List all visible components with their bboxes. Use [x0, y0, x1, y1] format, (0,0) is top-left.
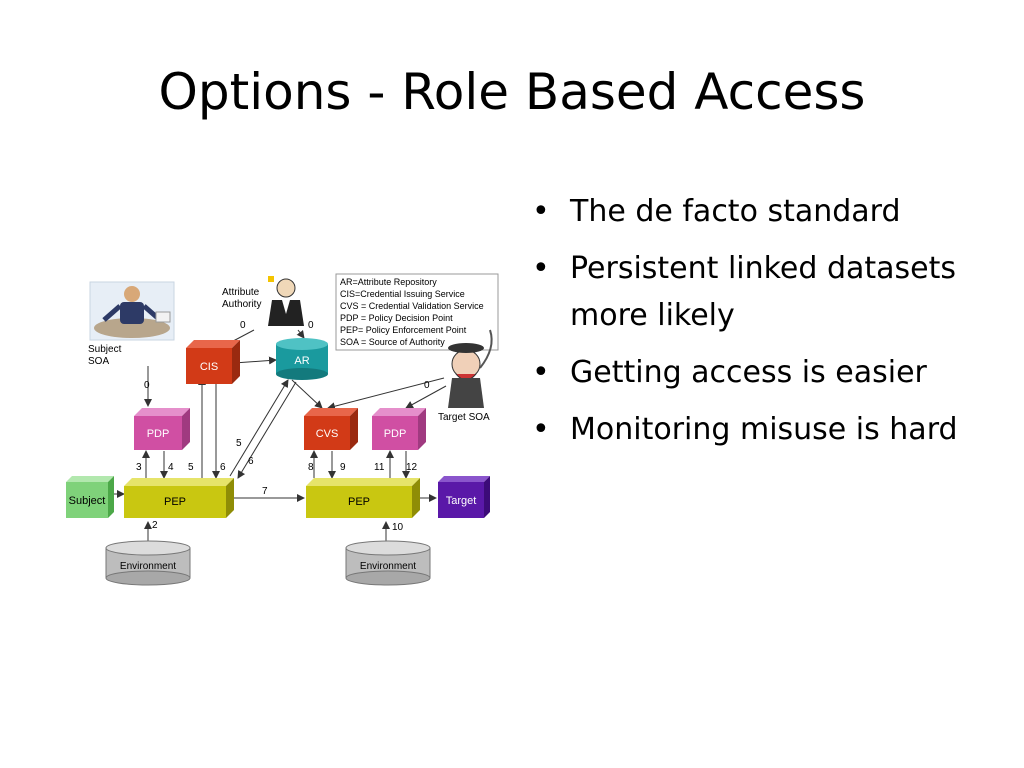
subject-label: Subject: [69, 495, 106, 507]
target-label: Target: [446, 495, 477, 507]
subject-soa-person-icon: [89, 281, 175, 341]
step-number: 0: [240, 320, 246, 331]
pdp-right-box: PDP: [372, 408, 426, 450]
cvs-label: CVS: [316, 428, 339, 440]
attribute-authority-label: Attribute: [222, 287, 260, 298]
rbac-diagram: AR=Attribute Repository CIS=Credential I…: [66, 273, 499, 586]
pep-right-label: PEP: [348, 496, 370, 508]
ar-cylinder: AR: [276, 338, 328, 380]
step-number: 4: [168, 462, 174, 473]
bullet-text: The de facto standard: [570, 194, 901, 229]
step-number: 5: [236, 438, 242, 449]
environment-right-label: Environment: [360, 561, 416, 572]
step-number: 0: [144, 380, 150, 391]
bullet-text: Getting access is easier: [570, 355, 927, 390]
cis-box: CIS: [186, 340, 240, 384]
bullet-dot-icon: •: [532, 194, 550, 229]
step-number: 12: [406, 462, 418, 473]
bullet-dot-icon: •: [532, 412, 550, 447]
step-number: 0: [424, 380, 430, 391]
target-soa-person-icon: [448, 329, 493, 408]
attribute-authority-label: Authority: [222, 299, 261, 310]
cvs-box: CVS: [304, 408, 358, 450]
cis-label: CIS: [200, 361, 218, 373]
pdp-left-box: PDP: [134, 408, 190, 450]
target-box: Target: [438, 476, 490, 518]
pdp-left-label: PDP: [147, 428, 170, 440]
target-soa-label: Target SOA: [438, 412, 490, 423]
connector-lines: [110, 329, 447, 546]
step-number: 6: [220, 462, 226, 473]
step-number: 2: [152, 520, 158, 531]
bullet-dot-icon: •: [532, 251, 550, 286]
legend-line: PEP= Policy Enforcement Point: [340, 325, 467, 335]
legend: AR=Attribute Repository CIS=Credential I…: [335, 273, 499, 351]
environment-right-cylinder: Environment: [345, 540, 431, 586]
legend-line: CIS=Credential Issuing Service: [340, 289, 465, 299]
bullet-item: • The de facto standard: [532, 188, 992, 235]
attribute-authority-person-icon: [268, 276, 304, 326]
step-number: 7: [262, 486, 268, 497]
subject-soa-label: Subject: [88, 344, 122, 355]
pdp-right-label: PDP: [384, 428, 407, 440]
step-number: 3: [136, 462, 142, 473]
bullet-item: • Getting access is easier: [532, 349, 992, 396]
bullet-dot-icon: •: [532, 355, 550, 390]
pep-left-box: PEP: [124, 478, 234, 518]
step-numbers: 0 0 0 0 1 2 3 4 5 5 6 6 7 8 9 10 11 12: [106, 320, 430, 533]
legend-line: CVS = Credential Validation Service: [340, 301, 484, 311]
bullet-item: • Monitoring misuse is hard: [532, 406, 992, 453]
legend-line: AR=Attribute Repository: [340, 277, 437, 287]
legend-line: PDP = Policy Decision Point: [340, 313, 453, 323]
pep-left-label: PEP: [164, 496, 186, 508]
environment-left-cylinder: Environment: [105, 540, 191, 586]
ar-label: AR: [294, 355, 309, 367]
bullet-item: • Persistent linked datasets more likely: [532, 245, 992, 339]
legend-line: SOA = Source of Authority: [340, 337, 445, 347]
step-number: 6: [248, 456, 254, 467]
step-number: 8: [308, 462, 314, 473]
step-number: 0: [308, 320, 314, 331]
pep-right-box: PEP: [306, 478, 420, 518]
slide-title: Options - Role Based Access: [158, 63, 866, 121]
step-number: 9: [340, 462, 346, 473]
step-number: 10: [392, 522, 404, 533]
subject-box: Subject: [66, 476, 114, 518]
bullet-text: Persistent linked datasets more likely: [570, 251, 957, 333]
step-number: 5: [188, 462, 194, 473]
bullet-list: • The de facto standard • Persistent linke…: [532, 188, 992, 463]
bullet-text: Monitoring misuse is hard: [570, 412, 958, 447]
subject-soa-label: SOA: [88, 356, 109, 367]
environment-left-label: Environment: [120, 561, 176, 572]
step-number: 11: [374, 462, 385, 473]
